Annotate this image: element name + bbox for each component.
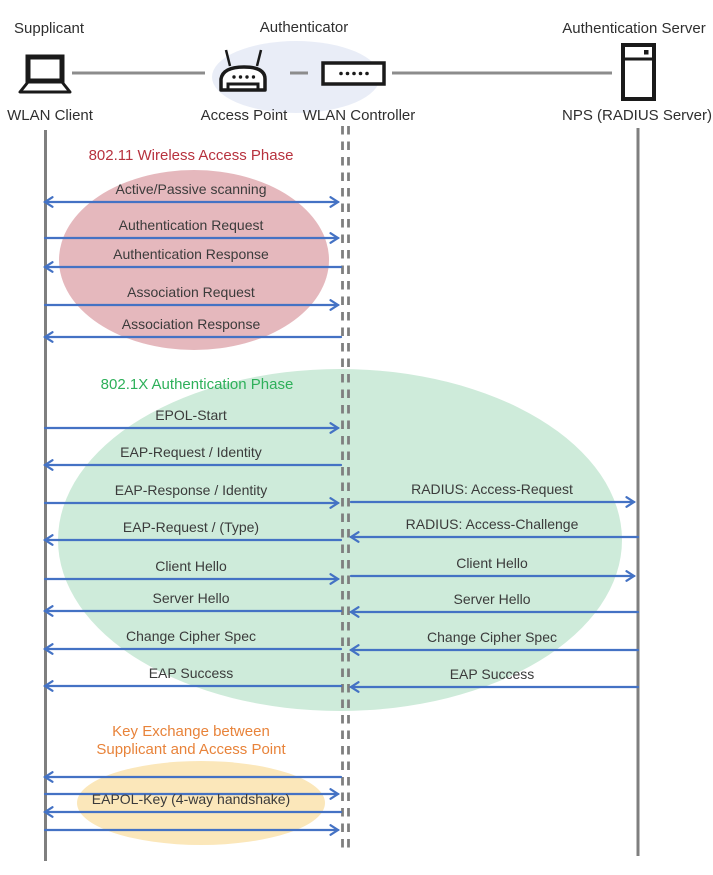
message-arrow: [348, 606, 360, 618]
role-label-authenticator: Authenticator: [259, 19, 349, 36]
message-arrow: [42, 680, 54, 692]
phase-title-80211-wireless-access: 802.11 Wireless Access Phase: [88, 147, 294, 164]
message-arrow: [329, 232, 341, 244]
message-label: EAP-Response / Identity: [114, 482, 268, 498]
role-label-authentication-server: Authentication Server: [562, 20, 706, 37]
message-label: EAP-Request / Identity: [120, 444, 262, 460]
access-point-icon: [219, 49, 267, 92]
message-arrow: [329, 497, 341, 509]
message-label: Active/Passive scanning: [115, 181, 267, 197]
message-arrow: [348, 644, 360, 656]
device-label-wlan-controller: WLAN Controller: [302, 107, 416, 124]
message-arrow: [42, 643, 54, 655]
message-arrow: [348, 531, 360, 543]
authenticator-highlight-ellipse: [212, 41, 380, 113]
message-arrow: [329, 196, 341, 208]
phase-title-key-exchange: Key Exchange between Supplicant and Acce…: [96, 723, 286, 758]
message-arrow: [42, 534, 54, 546]
message-label: Authentication Response: [113, 246, 269, 262]
message-arrow: [42, 459, 54, 471]
message-label: EPOL-Start: [155, 407, 227, 423]
phase-title-8021x-authentication: 802.1X Authentication Phase: [100, 376, 294, 393]
message-label: Association Request: [127, 284, 255, 300]
message-label: EAP Success: [449, 666, 535, 682]
message-label: RADIUS: Access-Challenge: [405, 516, 579, 532]
message-label: EAP-Request / (Type): [122, 519, 260, 535]
message-arrow: [329, 788, 341, 800]
message-label: Authentication Request: [118, 217, 264, 233]
role-label-supplicant: Supplicant: [14, 20, 85, 37]
message-label: Client Hello: [155, 558, 227, 574]
message-label: Server Hello: [453, 591, 531, 607]
message-label: EAPOL-Key (4-way handshake): [91, 791, 291, 807]
laptop-icon: [18, 54, 72, 94]
message-arrow: [42, 261, 54, 273]
message-label: Client Hello: [456, 555, 528, 571]
device-label-wlan-client: WLAN Client: [7, 107, 93, 124]
message-arrow: [329, 573, 341, 585]
message-arrow: [42, 331, 54, 343]
wlan-controller-icon: [321, 61, 386, 86]
message-label: Change Cipher Spec: [427, 629, 557, 645]
message-arrow: [625, 570, 637, 582]
device-label-access-point: Access Point: [200, 107, 288, 124]
message-arrow: [625, 496, 637, 508]
message-arrow: [329, 824, 341, 836]
device-label-nps-radius-server: NPS (RADIUS Server): [561, 107, 713, 124]
server-icon: [621, 43, 656, 101]
message-arrow: [348, 681, 360, 693]
message-label: Association Response: [121, 316, 261, 332]
phase3-ellipse: [77, 761, 325, 845]
message-arrow: [329, 422, 341, 434]
message-arrow: [42, 771, 54, 783]
message-label: EAP Success: [148, 665, 234, 681]
message-arrow: [42, 806, 54, 818]
message-label: RADIUS: Access-Request: [411, 481, 573, 497]
message-label: Server Hello: [152, 590, 230, 606]
message-label: Change Cipher Spec: [126, 628, 256, 644]
message-arrow: [42, 196, 54, 208]
message-arrow: [329, 299, 341, 311]
message-arrow: [42, 605, 54, 617]
